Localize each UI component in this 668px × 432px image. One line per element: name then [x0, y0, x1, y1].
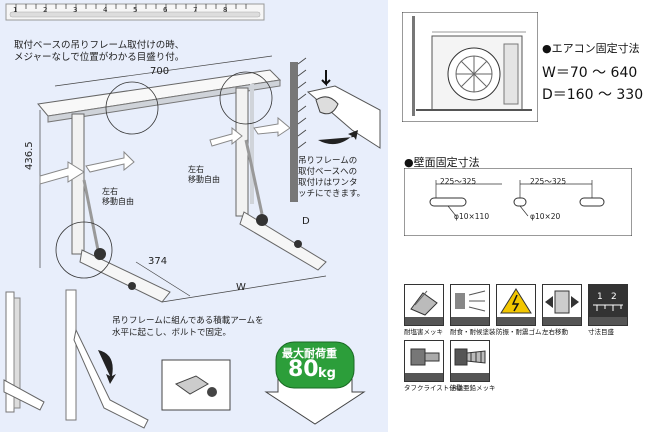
feature-icon-6	[404, 340, 444, 382]
wall-fix-diagram	[404, 168, 632, 236]
ac-w: W＝70 ～ 640	[542, 65, 638, 81]
ac-title: ●エアコン固定寸法	[542, 42, 640, 55]
feature-icon-2	[450, 284, 490, 326]
wall-dim-1: 225～325	[440, 177, 477, 186]
bracket-drawing	[3, 3, 381, 429]
caption-top-line2: メジャーなしで位置がわかる目盛り付。	[14, 52, 185, 63]
ruler-number: 3	[73, 6, 78, 14]
wall-title: ●壁面固定寸法	[404, 156, 480, 169]
dim-700: 700	[150, 66, 170, 77]
dim-w: W	[236, 282, 246, 293]
dim-d: D	[302, 216, 310, 227]
feature-label-4: 左右移動	[542, 328, 568, 336]
feature-icon-3	[496, 284, 536, 326]
feature-label-6: タフクライスト仕様	[404, 384, 463, 392]
dim-436: 436.5	[24, 141, 35, 170]
bracket-illustration-panel: 1 2 3 4 5 6 7 8 取付ベースの吊りフレーム取付けの時、 メジャーな…	[0, 0, 388, 432]
wall-hole-1: φ10×110	[454, 212, 490, 221]
bottom-note-1: 吊りフレームに組んである積載アームを	[112, 316, 264, 326]
dim-374: 374	[148, 256, 168, 267]
feature-icon-7	[450, 340, 490, 382]
ac-d: D＝160 ～ 330	[542, 87, 644, 103]
side-note-2: 取付ベースへの	[298, 167, 358, 177]
ruler-number: 5	[133, 6, 138, 14]
spec-panel: ●エアコン固定寸法 W＝70 ～ 640 D＝160 ～ 330 ●壁面固定寸法…	[388, 0, 668, 432]
move-label-left-1: 左右	[102, 187, 118, 196]
load-value: 80	[288, 357, 319, 382]
feature-label-1: 耐塩害メッキ	[404, 328, 443, 336]
move-label-mid-2: 移動自由	[188, 175, 220, 184]
feature-label-7: 溶融亜鉛メッキ	[450, 384, 496, 392]
feature-label-5: 寸法目盛	[588, 328, 614, 336]
bottom-note-2: 水平に起こし、ボルトで固定。	[112, 328, 232, 338]
ruler-number: 2	[43, 6, 48, 14]
load-unit: kg	[318, 366, 336, 381]
wall	[290, 62, 298, 202]
wall-hole-2: φ10×20	[530, 212, 561, 221]
side-note-4: ッチにできます。	[298, 189, 366, 199]
ruler-number: 1	[13, 6, 18, 14]
load-title: 最大耐荷重	[282, 347, 337, 360]
ruler-number: 8	[223, 6, 228, 14]
caption-top-line1: 取付ベースの吊りフレーム取付けの時、	[14, 40, 185, 51]
ruler-ticks	[15, 4, 247, 12]
side-note-3: 取付けはワンタ	[298, 178, 358, 188]
side-note-1: 吊りフレームの	[298, 156, 358, 166]
ruler-number: 7	[193, 6, 198, 14]
feature-icon-1	[404, 284, 444, 326]
svg-text:2: 2	[611, 292, 617, 302]
move-label-mid-1: 左右	[188, 165, 204, 174]
svg-text:1: 1	[597, 292, 603, 302]
feature-icon-4	[542, 284, 582, 326]
feature-label-2: 耐食・耐候塗装	[450, 328, 496, 336]
wall-dim-2: 225～325	[530, 177, 567, 186]
ruler-number: 6	[163, 6, 168, 14]
ac-unit-drawing	[402, 12, 538, 122]
feature-label-3: 防振・耐震ゴム	[496, 328, 542, 336]
ruler-number: 4	[103, 6, 108, 14]
move-label-left-2: 移動自由	[102, 197, 134, 206]
